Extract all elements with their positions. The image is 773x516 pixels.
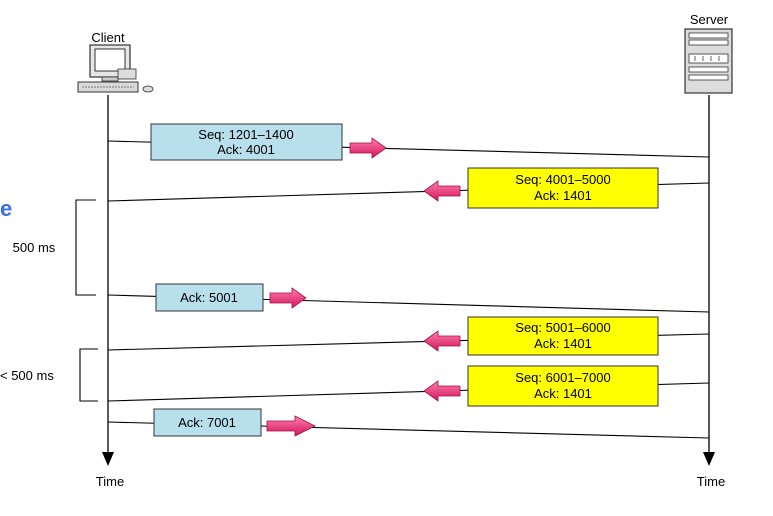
segment-box-6 <box>153 408 262 437</box>
client-time-arrowhead <box>102 452 114 466</box>
interval-label-1: 500 ms <box>13 240 56 255</box>
segment-box-4 <box>467 316 659 356</box>
segment-box-2 <box>467 167 659 209</box>
server-icon <box>684 28 733 94</box>
segment-5-line-1: Seq: 6001–7000 <box>515 370 610 385</box>
segment-box-5 <box>467 365 659 407</box>
interval-bracket-2 <box>79 348 98 402</box>
segment-box-3 <box>155 283 264 312</box>
cropped-title-fragment: e <box>0 196 12 221</box>
client-computer-icon <box>77 44 154 93</box>
segment-2-line-1: Seq: 4001–5000 <box>515 172 610 187</box>
segment-4-line-1: Seq: 5001–6000 <box>515 320 610 335</box>
server-label: Server <box>690 12 729 27</box>
segment-4-line-2: Ack: 1401 <box>534 336 592 351</box>
segment-6-line-1: Ack: 7001 <box>178 415 236 430</box>
right-arrow-icon <box>269 287 307 309</box>
interval-bracket-1 <box>75 199 96 296</box>
server-time-arrowhead <box>703 452 715 466</box>
left-arrow-icon <box>423 180 461 202</box>
segment-1-line-1: Seq: 1201–1400 <box>198 127 293 142</box>
left-arrow-icon <box>423 330 461 352</box>
server-time-label: Time <box>697 474 725 489</box>
segment-1-line-2: Ack: 4001 <box>217 142 275 157</box>
segment-2-line-2: Ack: 1401 <box>534 188 592 203</box>
client-time-label: Time <box>96 474 124 489</box>
interval-label-2: < 500 ms <box>0 368 54 383</box>
segment-box-1 <box>150 123 343 161</box>
right-arrow-icon <box>266 415 316 437</box>
segment-3-line-1: Ack: 5001 <box>180 290 238 305</box>
client-label: Client <box>91 30 125 45</box>
left-arrow-icon <box>423 380 461 402</box>
segment-5-line-2: Ack: 1401 <box>534 386 592 401</box>
right-arrow-icon <box>349 137 387 159</box>
